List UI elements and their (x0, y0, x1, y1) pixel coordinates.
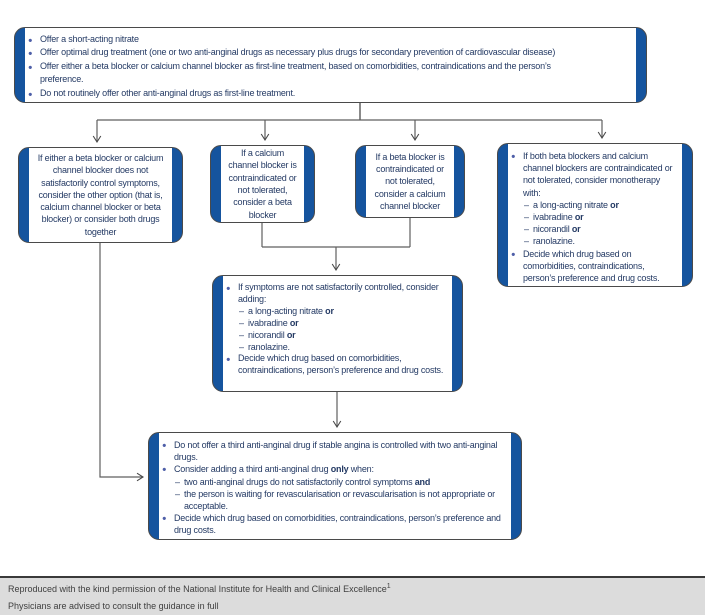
list-item-text: If symptoms are not satisfactorily contr… (238, 282, 439, 304)
dash-icon: – (239, 341, 244, 352)
list-item-text: Offer a short-acting nitrate (40, 34, 139, 44)
list-item: ● If both beta blockers and calcium chann… (511, 150, 676, 199)
list-item: –ivabradine or (511, 211, 676, 223)
list-item: –a long-acting nitrate or (226, 306, 446, 318)
list-item-text: Decide which drug based on comorbidities… (523, 248, 660, 284)
list-item: –ranolazine. (226, 342, 446, 354)
list-item: –the person is waiting for revascularisa… (162, 488, 505, 512)
list-item-text: nicorandil or (248, 329, 296, 340)
list-item: ● Decide which drug based on comorbiditie… (162, 512, 505, 536)
list-item-text: Decide which drug based on comorbidities… (238, 353, 444, 376)
box-ccb-contraindicated: If a calcium channel blocker is contrain… (210, 145, 315, 223)
list-item-text: ivabradine or (533, 212, 584, 223)
list-item: ● Offer either a beta blocker or calcium … (28, 60, 630, 87)
list-item: ● Offer optimal drug treatment (one or tw… (28, 46, 630, 59)
dash-icon: – (524, 236, 529, 247)
box-third-drug-guidance: ● Do not offer a third anti-anginal drug … (148, 432, 522, 540)
list-item-text: the person is waiting for revascularisat… (184, 488, 495, 512)
list-item: ● If symptoms are not satisfactorily cont… (226, 282, 446, 306)
list-item-text: Consider adding a third anti-anginal dru… (174, 464, 374, 475)
bullet-icon: ● (511, 151, 516, 161)
list-item-text: Decide which drug based on comorbidities… (174, 513, 501, 536)
list-item: –nicorandil or (226, 330, 446, 342)
footer-line-attribution: Reproduced with the kind permission of t… (0, 583, 705, 594)
dash-icon: – (239, 305, 244, 316)
bullet-icon: ● (162, 464, 167, 474)
list-item-text: ivabradine or (248, 317, 299, 328)
list-item-text: Do not routinely offer other anti-angina… (40, 87, 296, 98)
box-switch-or-combine-text: If either a beta blocker or calcium chan… (37, 152, 164, 237)
box-monotherapy-alternatives: ● If both beta blockers and calcium chann… (497, 143, 693, 287)
box-bb-contraindicated: If a beta blocker is contraindicated or … (355, 145, 465, 218)
bullet-icon: ● (511, 249, 516, 259)
dash-icon: – (239, 317, 244, 328)
footer-reference-superscript: 1 (386, 583, 391, 590)
dash-icon: – (524, 199, 529, 210)
list-item-text: Do not offer a third anti-anginal drug i… (174, 440, 498, 463)
footer-attribution: Reproduced with the kind permission of t… (0, 576, 705, 615)
list-item-text: ranolazine. (248, 341, 290, 352)
dash-icon: – (175, 488, 180, 499)
box-first-line-treatment: ● Offer a short-acting nitrate ● Offer opti… (14, 27, 647, 103)
list-item-text: nicorandil or (533, 224, 581, 235)
dash-icon: – (524, 224, 529, 235)
footer-attribution-text: Reproduced with the kind permission of t… (8, 584, 387, 594)
list-item: –ranolazine. (511, 235, 676, 247)
list-item: ● Decide which drug based on comorbiditie… (511, 248, 676, 285)
bullet-icon: ● (28, 48, 33, 58)
box-switch-or-combine: If either a beta blocker or calcium chan… (18, 147, 183, 243)
list-item-text: If both beta blockers and calcium channe… (523, 151, 673, 198)
list-item: ● Do not offer a third anti-anginal drug … (162, 439, 505, 463)
list-item: –two anti-anginal drugs do not satisfact… (162, 476, 505, 488)
list-item: –ivabradine or (226, 318, 446, 330)
dash-icon: – (239, 329, 244, 340)
bullet-icon: ● (28, 35, 33, 45)
bullet-icon: ● (28, 62, 33, 72)
list-item-text: a long-acting nitrate or (248, 305, 334, 316)
list-item-text: a long-acting nitrate or (533, 199, 619, 210)
list-item-text: Offer optimal drug treatment (one or two… (40, 47, 556, 58)
bullet-icon: ● (162, 440, 167, 450)
box-ccb-contraindicated-text: If a calcium channel blocker is contrain… (228, 148, 297, 220)
dash-icon: – (175, 476, 180, 487)
list-item: ● Decide which drug based on comorbiditie… (226, 353, 446, 377)
list-item: ● Offer a short-acting nitrate (28, 33, 630, 46)
list-item-text: ranolazine. (533, 236, 575, 247)
box-add-second-drug: ● If symptoms are not satisfactorily cont… (212, 275, 463, 392)
bullet-icon: ● (28, 89, 33, 99)
list-item: –nicorandil or (511, 223, 676, 235)
bullet-icon: ● (226, 354, 231, 364)
list-item-text: two anti-anginal drugs do not satisfacto… (184, 476, 431, 487)
list-item: ● Do not routinely offer other anti-angin… (28, 87, 630, 100)
dash-icon: – (524, 212, 529, 223)
bullet-icon: ● (226, 283, 231, 293)
footer-line-advice: Physicians are advised to consult the gu… (8, 601, 219, 611)
list-item: –a long-acting nitrate or (511, 199, 676, 211)
bullet-icon: ● (162, 513, 167, 523)
box-bb-contraindicated-text: If a beta blocker is contraindicated or … (374, 151, 446, 211)
list-item: ● Consider adding a third anti-anginal dr… (162, 463, 505, 475)
list-item-text: Offer either a beta blocker or calcium c… (40, 60, 551, 85)
